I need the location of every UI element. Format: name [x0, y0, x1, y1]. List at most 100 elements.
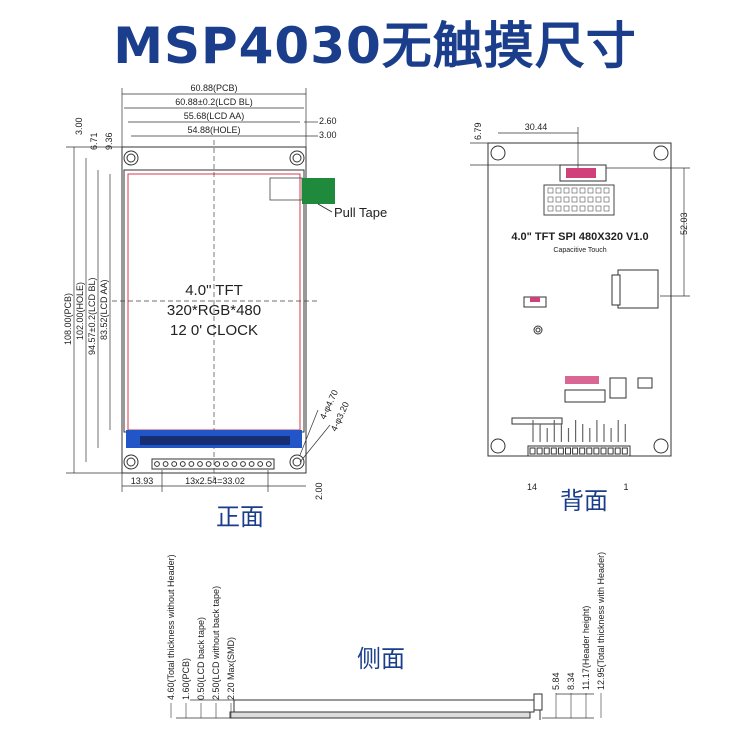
smd-component: [603, 205, 610, 212]
pull-tape: [302, 178, 335, 204]
side-dim-left: 4.60(Total thickness without Header): [166, 554, 176, 700]
smd-component: [563, 196, 570, 203]
header-pin: [214, 461, 221, 467]
side-dim-right: 8.34: [566, 672, 576, 690]
dim-left-6-71: 6.71: [89, 132, 99, 150]
dim-hole-height: 102.00(HOLE): [75, 282, 85, 340]
lcd-text-resolution: 320*RGB*480: [167, 302, 261, 319]
header-pin: [543, 447, 550, 455]
dim-lcd-bl-height: 94.57±0.2(LCD BL): [87, 278, 97, 355]
dim-pcb-height: 108.00(PCB): [63, 293, 73, 345]
smd-component: [595, 196, 602, 203]
header-pin: [529, 447, 536, 455]
smd-component: [563, 205, 570, 212]
side-dim-left: 1.60(PCB): [181, 658, 191, 700]
side-dim-right: 12.95(Total thickness with Header): [596, 552, 606, 690]
side-dim-right: 11.17(Header height): [581, 606, 591, 690]
smd-component: [547, 205, 554, 212]
header-pin: [231, 461, 238, 467]
smd-component: [579, 196, 586, 203]
header-pin: [188, 461, 195, 467]
header-pin: [265, 461, 272, 467]
header-pin: [593, 447, 600, 455]
back-view: 4.0" TFT SPI 480X320 V1.0 Capacitive Tou…: [470, 122, 690, 515]
smd-component: [587, 187, 594, 194]
lcd-text-orientation: 12 0' CLOCK: [170, 322, 258, 339]
smd-component: [547, 187, 554, 194]
back-component-array: [543, 184, 615, 216]
side-header: [533, 693, 543, 711]
dim-hole-width: 54.88(HOLE): [187, 125, 240, 135]
header-pin: [614, 447, 621, 455]
smd-component: [587, 196, 594, 203]
dim-lcd-aa-width: 55.68(LCD AA): [184, 111, 245, 121]
smd-component: [555, 205, 562, 212]
header-pin: [222, 461, 229, 467]
back-caption: 背面: [560, 487, 608, 515]
smd-component: [547, 196, 554, 203]
header-pin: [154, 461, 160, 467]
header-pin: [565, 447, 571, 455]
back-resistor-row: [565, 376, 599, 384]
side-lcd: [229, 711, 531, 719]
smd-component: [603, 187, 610, 194]
dim-left-9-36: 9.36: [104, 132, 114, 150]
header-pin: [197, 461, 203, 467]
front-view: Pull Tape 4.0" TFT 320*RGB*480 12 0' CLO…: [63, 83, 387, 531]
back-dim-top: 30.44: [525, 122, 548, 132]
header-pin: [171, 461, 178, 467]
header-pin: [248, 461, 255, 467]
dim-pin-2-00: 2.00: [314, 482, 324, 500]
smd-component: [595, 205, 602, 212]
smd-component: [595, 187, 602, 194]
side-caption: 侧面: [357, 645, 405, 673]
smd-component: [587, 205, 594, 212]
header-pin: [600, 447, 607, 455]
header-pin: [621, 447, 628, 455]
smd-component: [563, 187, 570, 194]
smd-component: [571, 187, 578, 194]
back-header: [527, 445, 631, 457]
header-pin: [572, 447, 579, 455]
header-pin: [162, 461, 169, 467]
header-pin: [557, 447, 564, 455]
side-dim-left: 0.50(LCD back tape): [196, 617, 206, 700]
header-pin: [240, 461, 246, 467]
header-pin: [257, 461, 264, 467]
mounting-holes: [123, 150, 305, 470]
dim-bottom-13-93: 13.93: [131, 476, 154, 486]
smd-component: [579, 205, 586, 212]
header-pin: [607, 447, 614, 455]
header-pin: [179, 461, 186, 467]
header-pin: [586, 447, 593, 455]
dim-right-3-00: 3.00: [319, 130, 337, 140]
smd-component: [579, 187, 586, 194]
smd-component: [603, 196, 610, 203]
dim-pcb-width: 60.88(PCB): [190, 83, 237, 93]
header-pin: [205, 461, 212, 467]
page-title: MSP4030无触摸尺寸: [113, 17, 637, 75]
front-caption: 正面: [216, 503, 264, 531]
side-dim-right: 5.84: [551, 672, 561, 690]
back-capacitor: [609, 377, 627, 399]
dim-lcd-aa-height: 83.52(LCD AA): [99, 279, 109, 340]
dim-right-2-60: 2.60: [319, 116, 337, 126]
side-view: 侧面 4.60(Total thickness without Header) 1…: [166, 552, 606, 720]
header-pin: [550, 447, 557, 455]
back-label: 4.0" TFT SPI 480X320 V1.0: [511, 231, 648, 243]
back-pcb-outline: [487, 142, 672, 457]
dim-bottom-pitch: 13x2.54=33.02: [185, 476, 245, 486]
smd-component: [555, 196, 562, 203]
back-sublabel: Capacitive Touch: [553, 247, 606, 254]
header-pin: [536, 447, 543, 455]
lcd-text-size: 4.0" TFT: [185, 282, 243, 299]
side-pcb: [233, 699, 535, 713]
header-pin: [579, 447, 586, 455]
smd-component: [571, 196, 578, 203]
back-pin-14: 14: [527, 482, 537, 492]
pull-tape-label: Pull Tape: [334, 205, 387, 220]
smd-component: [571, 205, 578, 212]
side-dim-left: 2.50(LCD without back tape): [211, 586, 221, 700]
front-header-pins: [151, 458, 275, 470]
